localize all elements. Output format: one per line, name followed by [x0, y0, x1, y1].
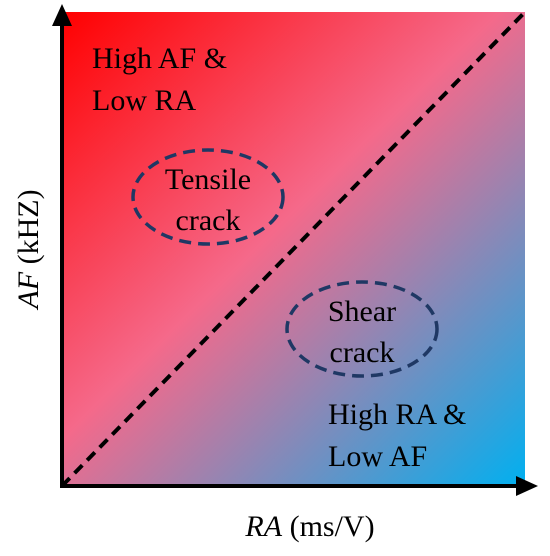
x-axis-arrowhead	[516, 476, 538, 496]
y-axis-unit: (kHZ)	[12, 189, 45, 271]
y-axis-variable: AF	[12, 271, 45, 310]
tensile-crack-ellipse	[131, 148, 285, 246]
shear-label-line2: crack	[330, 336, 395, 369]
lower-right-label-line2: Low AF	[328, 440, 427, 473]
x-axis-unit: (ms/V)	[282, 510, 375, 543]
y-axis-arrowhead	[52, 4, 72, 26]
x-axis-label: RA (ms/V)	[244, 510, 374, 543]
tensile-label-line2: crack	[176, 204, 241, 237]
x-axis-variable: RA	[244, 510, 282, 543]
shear-label-line1: Shear	[328, 295, 396, 328]
upper-left-label-line1: High AF &	[92, 42, 227, 75]
y-axis-label: AF (kHZ)	[12, 189, 45, 310]
tensile-label-line1: Tensile	[165, 163, 251, 196]
upper-left-label-line2: Low RA	[92, 84, 197, 117]
shear-crack-ellipse	[285, 280, 439, 378]
lower-right-label-line1: High RA &	[328, 398, 466, 431]
boundary-line	[60, 10, 527, 488]
